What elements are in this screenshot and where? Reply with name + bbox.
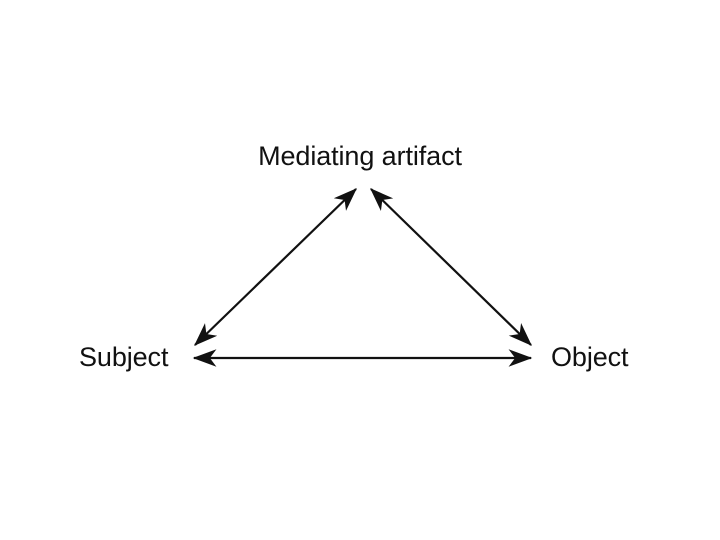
- edge-subject-mediating-artifact: [194, 188, 357, 346]
- node-label-subject: Subject: [79, 342, 169, 372]
- node-label-object: Object: [551, 342, 629, 372]
- node-label-mediating-artifact: Mediating artifact: [258, 141, 462, 171]
- edge-mediating-artifact-object: [370, 188, 532, 346]
